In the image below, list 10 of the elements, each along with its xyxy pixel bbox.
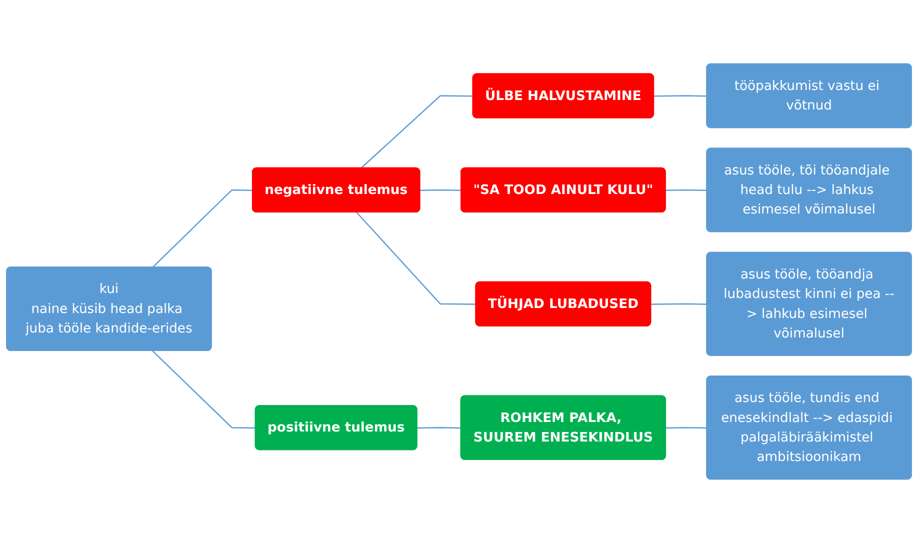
- connector: [420, 189, 462, 191]
- connector: [651, 303, 708, 305]
- connector: [666, 426, 708, 429]
- connector: [152, 189, 253, 268]
- connector: [360, 95, 474, 169]
- connector: [417, 426, 462, 429]
- connector: [666, 189, 708, 191]
- connector: [152, 350, 256, 429]
- connector: [356, 212, 476, 305]
- connector: [654, 95, 708, 97]
